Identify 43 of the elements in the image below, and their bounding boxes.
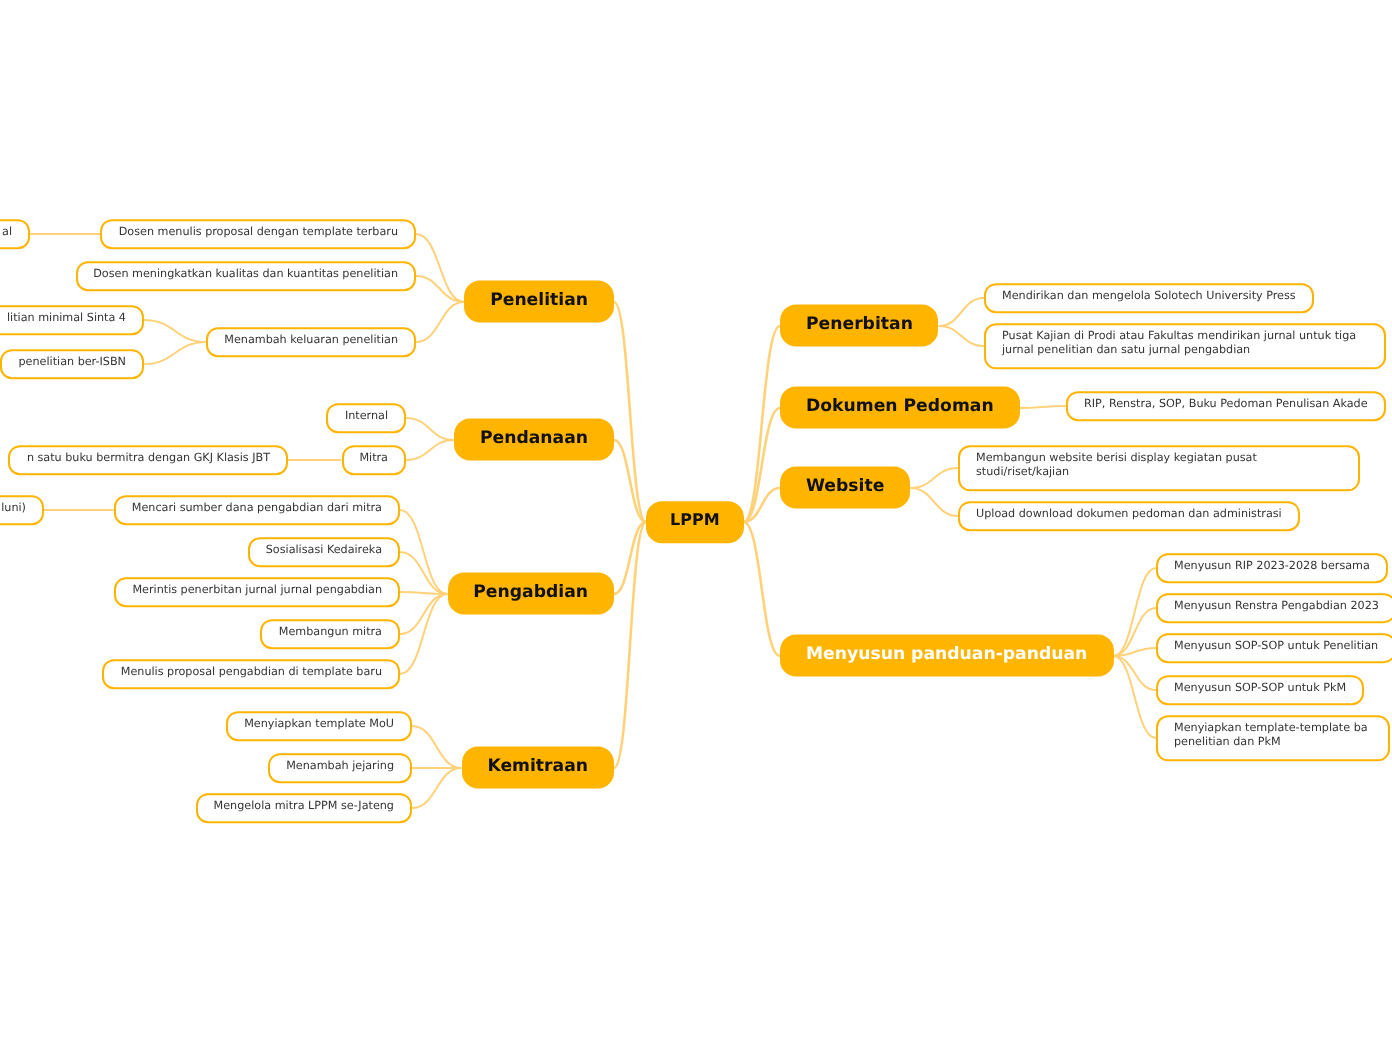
connector-line (742, 520, 781, 658)
central-topic: LPPM (646, 501, 744, 543)
connector-line (1112, 567, 1157, 657)
connector-line (909, 467, 959, 489)
main-topic: Menyusun panduan-panduan (780, 634, 1114, 678)
connector-line (415, 275, 466, 303)
connector-line (415, 233, 466, 303)
connector-line (613, 301, 647, 523)
main-topic: Pendanaan (453, 418, 614, 462)
connector-line (399, 593, 449, 675)
main-topic: Pengabdian (447, 572, 614, 616)
connector-line (742, 325, 781, 523)
connector-line (1112, 647, 1157, 657)
connector-line (399, 509, 449, 595)
connector-line (411, 767, 463, 769)
connector-line (909, 487, 959, 517)
connector-line (742, 406, 781, 524)
main-topic: Website (780, 466, 911, 510)
connector-line (43, 509, 115, 511)
connector-line (415, 301, 466, 343)
main-topic: Penelitian (464, 280, 614, 324)
connector-line (743, 486, 781, 524)
connector-line (937, 325, 985, 347)
connector-line (405, 439, 455, 461)
connector-line (613, 438, 647, 524)
connector-line (937, 297, 985, 327)
connector-line (405, 417, 455, 441)
connector-line (613, 520, 647, 596)
connector-line (612, 521, 648, 769)
connector-line (1018, 405, 1067, 409)
connector-line (1112, 607, 1157, 657)
connector-line (411, 767, 463, 809)
connector-line (29, 233, 102, 235)
connector-line (411, 725, 463, 769)
main-topic: Dokumen Pedoman (780, 386, 1020, 430)
connector-line (287, 459, 343, 461)
main-topic: Penerbitan (780, 304, 939, 348)
connector-line (143, 341, 208, 365)
connector-line (399, 593, 449, 635)
connector-line (1112, 655, 1157, 691)
connector-line (1112, 655, 1157, 739)
main-topic: Kemitraan (461, 746, 614, 790)
connector-line (399, 551, 449, 595)
